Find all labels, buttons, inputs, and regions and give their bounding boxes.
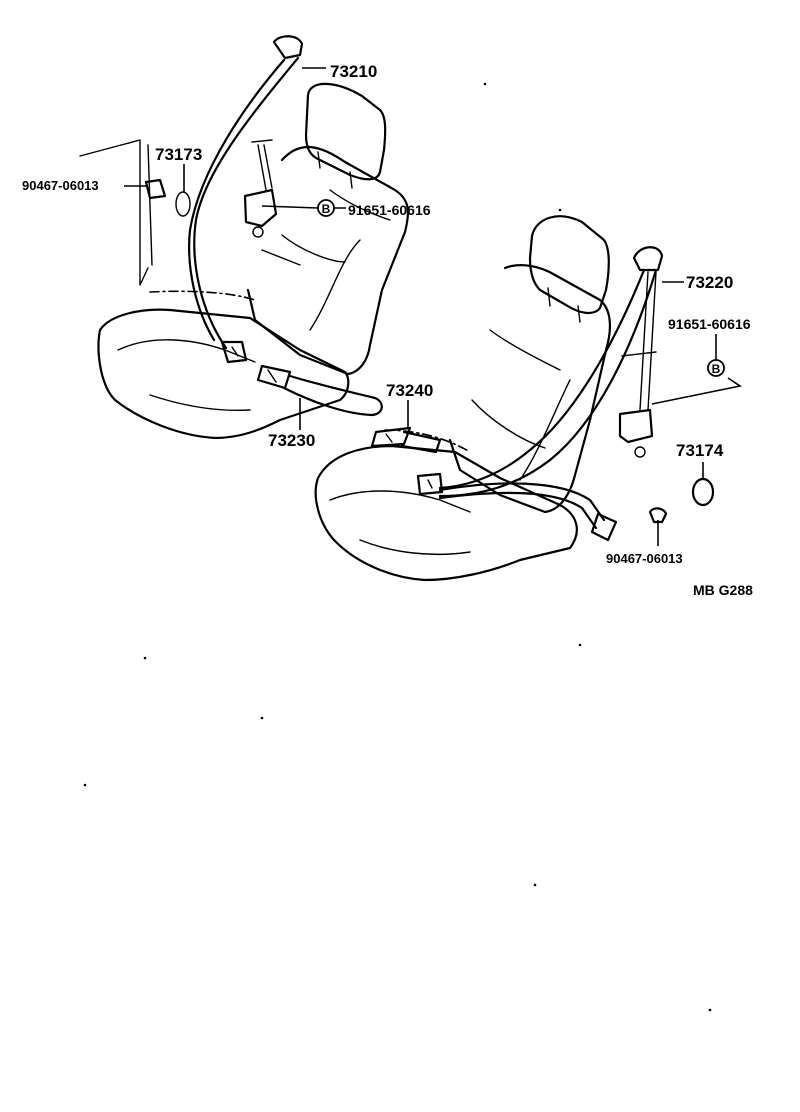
- left-retractor: [243, 188, 278, 228]
- svg-text:B: B: [712, 362, 721, 376]
- callout-73174: 73174: [676, 441, 724, 460]
- right-belt-73220: [416, 246, 664, 542]
- callout-91651-60616-left: 91651-60616: [348, 202, 431, 218]
- scan-specks: [83, 82, 712, 1012]
- left-pillar-bracket: [79, 139, 191, 286]
- left-tongue-plate: [220, 340, 248, 364]
- bolt-marker-left: B: [317, 199, 335, 217]
- callout-73240: 73240: [386, 381, 433, 400]
- left-seatback: [246, 145, 410, 376]
- figure-code: MB G288: [693, 582, 753, 598]
- callout-90467-06013-left: 90467-06013: [22, 178, 99, 193]
- callout-73220: 73220: [686, 273, 733, 292]
- bolt-marker-right: B: [707, 359, 725, 377]
- left-belt-73210: [188, 35, 304, 364]
- right-seatback: [448, 264, 612, 514]
- right-seat: [314, 215, 612, 582]
- right-retractor: [618, 408, 654, 444]
- callout-73230: 73230: [268, 431, 315, 450]
- left-seat: [97, 82, 410, 440]
- right-seat-cushion: [314, 444, 578, 582]
- left-seat-cushion: [97, 308, 350, 440]
- left-buckle-73230: [256, 364, 383, 417]
- right-shoulder-anchor: [632, 246, 664, 272]
- leader-lines: [124, 67, 717, 546]
- callout-73173: 73173: [155, 145, 202, 164]
- right-tongue-plate: [416, 472, 444, 496]
- left-shoulder-anchor: [272, 35, 304, 60]
- callout-91651-60616-right: 91651-60616: [668, 316, 751, 332]
- right-buckle-73240: [370, 426, 442, 454]
- right-headrest: [528, 215, 610, 315]
- callout-73210: 73210: [330, 62, 377, 81]
- callout-90467-06013-right: 90467-06013: [606, 551, 683, 566]
- svg-text:B: B: [322, 202, 331, 216]
- left-headrest: [304, 82, 387, 181]
